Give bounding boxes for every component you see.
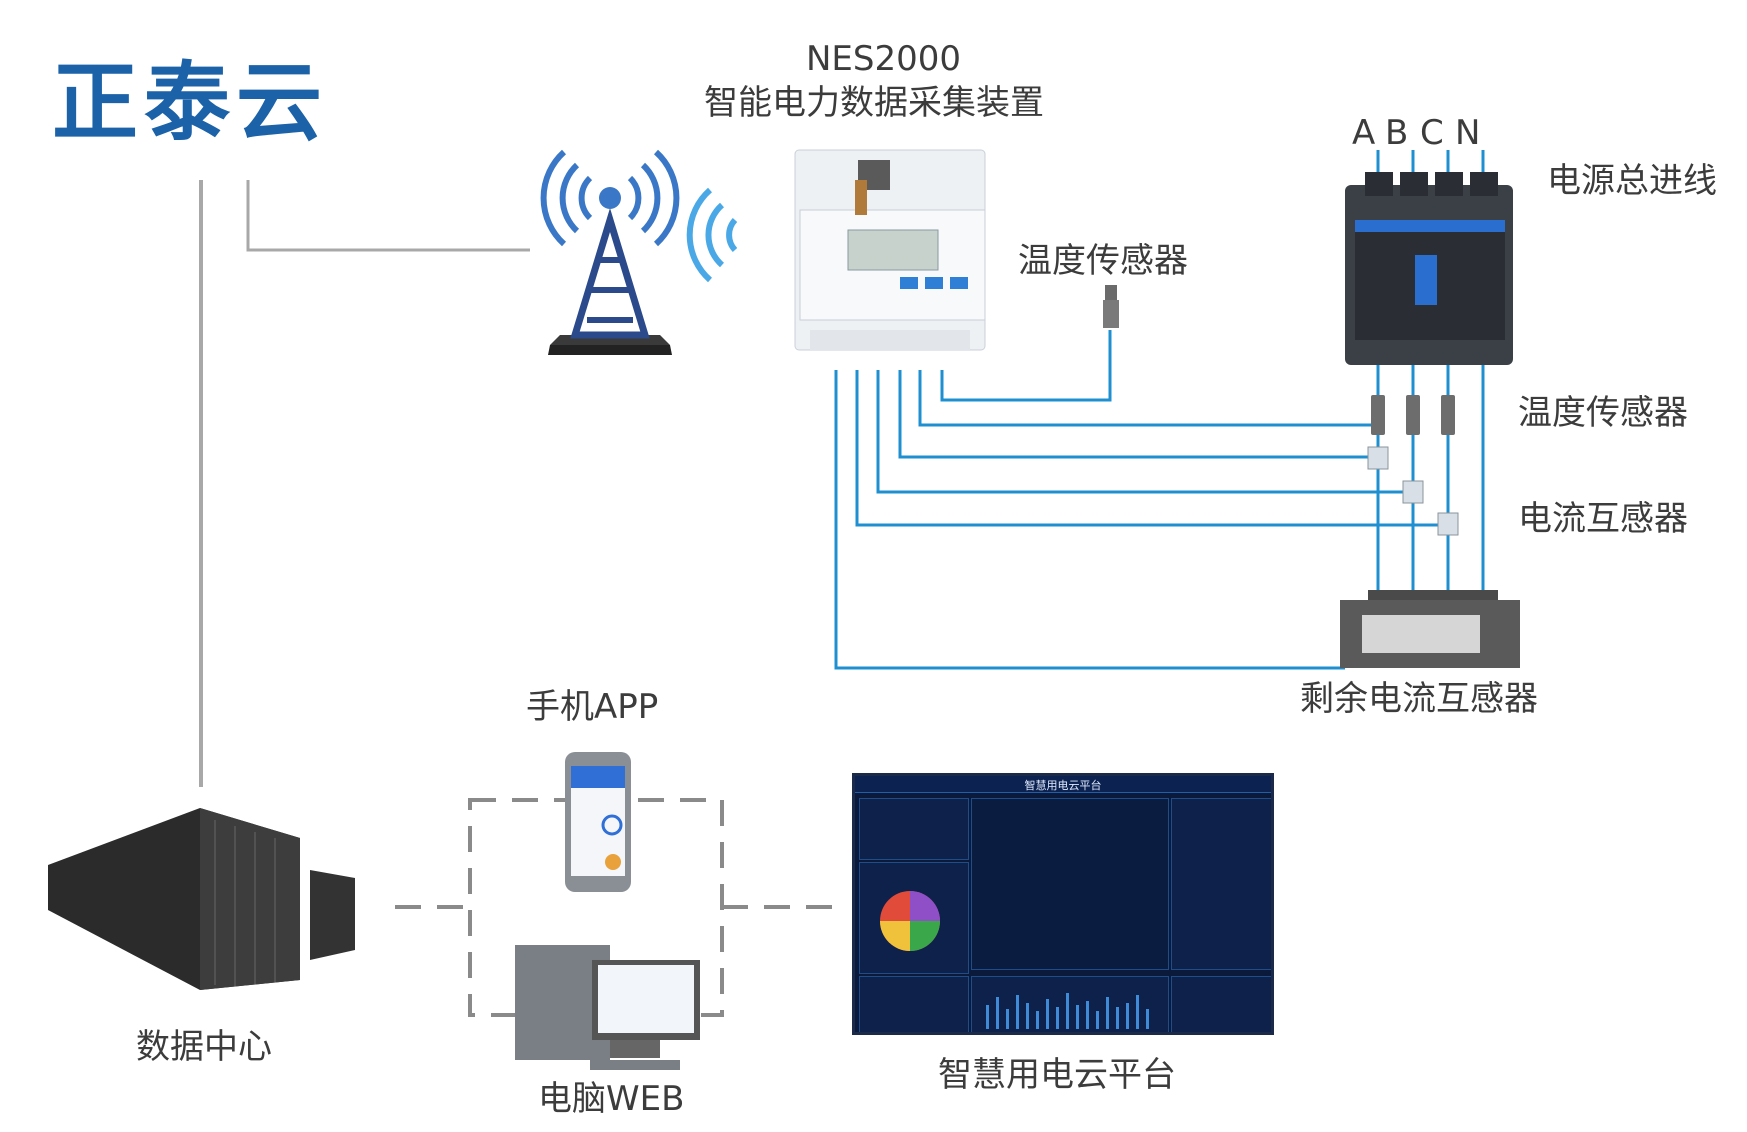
current-transformer-icons — [1367, 446, 1459, 536]
device-signal-icon — [686, 187, 738, 283]
residual-current-transformer-icon — [1340, 590, 1520, 668]
pie-chart-panel — [859, 862, 969, 974]
cloud-platform-label: 智慧用电云平台 — [938, 1055, 1176, 1095]
phase-label-n: N — [1455, 113, 1481, 153]
phase-label-a: A — [1352, 113, 1376, 153]
residual-current-transformer-label: 剩余电流互感器 — [1300, 679, 1538, 719]
temp-sensor-top-label: 温度传感器 — [1018, 241, 1188, 281]
current-transformer-label: 电流互感器 — [1518, 499, 1688, 539]
zhengtai-cloud-logo: 正泰云 — [52, 53, 328, 153]
temp-sensor-right-label: 温度传感器 — [1518, 393, 1688, 433]
device-name-label: 智能电力数据采集装置 — [704, 83, 1044, 123]
cloud-platform-screen: 智慧用电云平台 — [852, 773, 1274, 1035]
bar-chart — [986, 993, 1149, 1029]
desktop-pc-icon — [515, 945, 700, 1070]
signal-tower-icon — [540, 149, 680, 355]
phase-label-b: B — [1385, 113, 1409, 153]
data-center-label: 数据中心 — [136, 1027, 272, 1067]
stats-panel-left — [859, 976, 969, 1032]
platform-header-title: 智慧用电云平台 — [1024, 780, 1102, 792]
temp-sensor-top-icon — [1103, 285, 1119, 328]
main-incoming-line-label: 电源总进线 — [1547, 161, 1717, 201]
event-list-panel — [1171, 798, 1271, 970]
device-model-label: NES2000 — [806, 39, 962, 79]
logo-to-tower-line — [246, 180, 530, 252]
phase-label-c: C — [1420, 113, 1444, 153]
signal-wires — [834, 330, 1485, 670]
map-panel — [971, 798, 1169, 970]
mobile-phone-icon — [565, 752, 631, 892]
pc-web-label: 电脑WEB — [538, 1079, 685, 1119]
mobile-app-label: 手机APP — [526, 687, 659, 727]
stats-panel-right — [1171, 976, 1271, 1032]
nes2000-device-icon — [794, 149, 986, 351]
pie-chart — [880, 891, 940, 951]
data-center-icon — [48, 808, 355, 990]
temp-sensors-phase-icon — [1371, 395, 1455, 435]
circuit-breaker-icon — [1345, 150, 1513, 365]
platform-header: 智慧用电云平台 — [855, 776, 1271, 793]
bar-chart-panel — [971, 976, 1169, 1032]
alarm-list-panel — [859, 798, 969, 860]
